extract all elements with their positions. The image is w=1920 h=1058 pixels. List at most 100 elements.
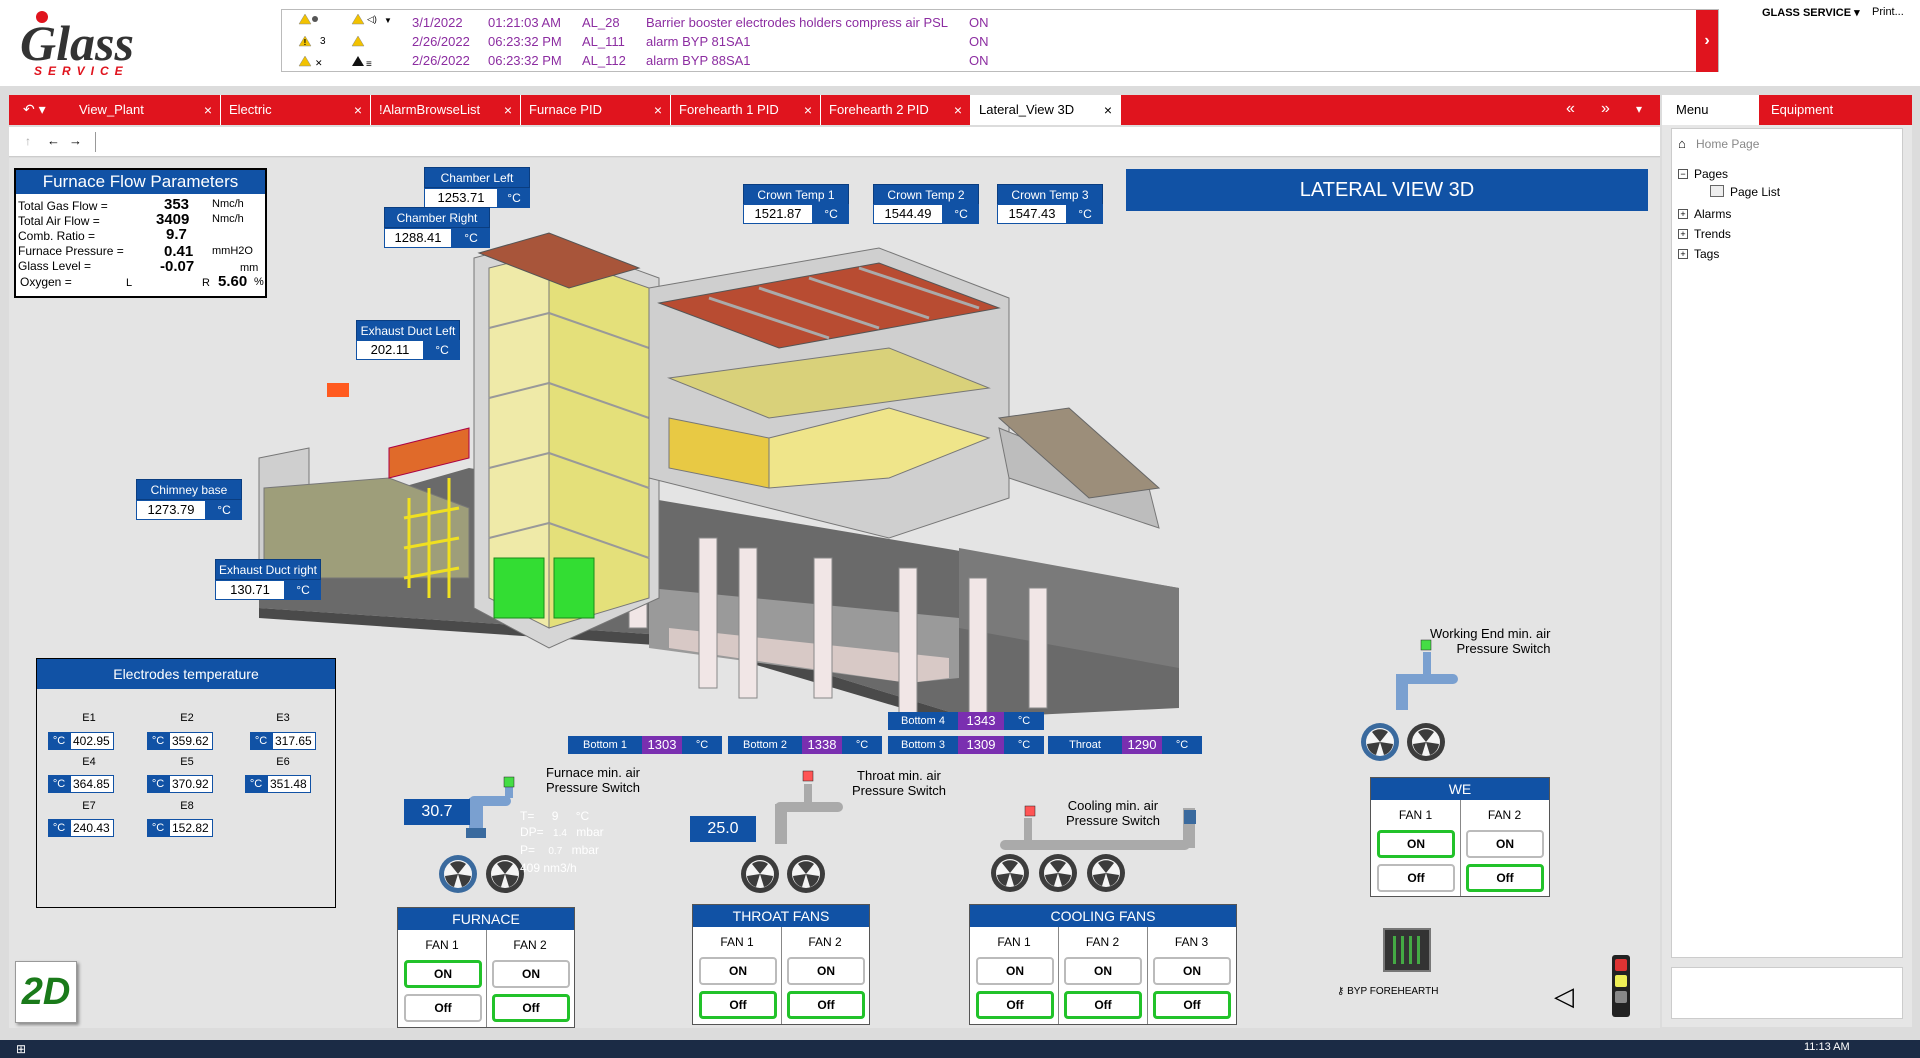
clock: 11:13 AM [1804,1041,1850,1053]
tab-view-plant[interactable]: View_Plant× [71,95,221,125]
speaker-icon[interactable]: ◁ [1554,981,1574,1011]
dp-value: 1.4 [553,828,567,839]
svg-text:▼: ▼ [384,16,392,25]
fan-3-on-button[interactable]: ON [1153,957,1231,985]
oxygen-label: Oxygen = [20,275,72,289]
tab-menu[interactable]: Menu [1662,95,1759,125]
exhaust-duct-right-label: Exhaust Duct right [215,559,321,580]
tree-item-page-list[interactable]: Page List [1730,185,1781,199]
scroll-first-icon[interactable]: « [1566,100,1575,117]
expand-icon[interactable]: + [1678,249,1688,259]
tab-electric[interactable]: Electric× [221,95,371,125]
furnace-pressure-readout: 30.7 [404,799,470,825]
furnace-pressure-value: 0.41 [164,243,194,260]
plc-rack-icon[interactable] [1383,928,1431,972]
close-icon[interactable]: × [1103,102,1112,118]
fan-1-off-button[interactable]: Off [976,991,1054,1019]
alarm-state: ON [969,15,989,30]
view-2d-button[interactable]: 2D [15,961,77,1023]
exhaust-duct-right-value: 130.71 [215,580,285,600]
electrode-label: E3 [276,712,290,724]
expand-icon[interactable]: + [1678,229,1688,239]
panel-title: Electrodes temperature [37,659,335,689]
chevron-down-icon[interactable]: ▾ [1636,102,1643,116]
close-icon[interactable]: × [653,102,662,118]
tab-lateral-view-3d[interactable]: Lateral_View 3D× [971,95,1121,125]
alarm-row[interactable]: 2/26/2022 06:23:32 PM AL_112 alarm BYP 8… [282,51,1482,70]
close-icon[interactable]: × [953,102,962,118]
home-page-link[interactable]: Home Page [1696,137,1760,151]
fan-2-on-button[interactable]: ON [1064,957,1142,985]
alarm-summary-panel[interactable]: ! ✕ ◁) ▼ ≡ 3 3/1/2022 01:21:03 AM AL_28 … [281,9,1719,72]
fan-2-off-button[interactable]: Off [492,994,570,1022]
electrode-value: 402.95 [70,732,114,750]
dp-unit: mbar [576,825,604,839]
tree-item-pages[interactable]: Pages [1694,167,1729,181]
fan-1-off-button[interactable]: Off [404,994,482,1022]
byp-forehearth-link[interactable]: ⚷ BYP FOREHEARTH [1337,986,1438,997]
tree-item-alarms[interactable]: Alarms [1694,207,1732,221]
tab-equipment[interactable]: Equipment [1759,95,1912,125]
fan-2-off-button[interactable]: Off [1466,864,1544,892]
temp-unit: °C [452,228,490,248]
fan-1-on-button[interactable]: ON [1377,830,1455,858]
alarm-expand-button[interactable]: › [1696,10,1718,72]
undo-dropdown-icon[interactable]: ↶ ▾ [23,101,46,117]
divider [1147,927,1148,1024]
tree-item-tags[interactable]: Tags [1694,247,1720,261]
fan-2-on-button[interactable]: ON [787,957,865,985]
panel-title: WE [1371,778,1549,800]
bottom-4-label: Bottom 4 [888,712,958,730]
fan-2-off-button[interactable]: Off [1064,991,1142,1019]
collapse-icon[interactable]: − [1678,169,1688,179]
fan-1-on-button[interactable]: ON [699,957,777,985]
glass-level-unit: mm [240,262,259,274]
crown-temp-3-value: 1547.43 [997,204,1067,224]
tab-label: Forehearth 1 PID [679,102,779,117]
alarm-row[interactable]: 2/26/2022 06:23:32 PM AL_111 alarm BYP 8… [282,32,1482,51]
chamber-left-label: Chamber Left [424,167,530,188]
alarm-time: 06:23:32 PM [488,34,562,49]
fan-2-on-button[interactable]: ON [492,960,570,988]
we-switch-label: Working End min. air Pressure Switch [1430,626,1550,656]
tree-item-trends[interactable]: Trends [1694,227,1731,241]
up-arrow-icon[interactable]: ↑ [25,134,31,148]
tab-forehearth-1-pid[interactable]: Forehearth 1 PID × [671,95,821,125]
svg-text:◁): ◁) [367,14,377,24]
temp-unit: °C [424,340,460,360]
fan-1-on-button[interactable]: ON [976,957,1054,985]
temp-unit: °C [206,500,242,520]
air-flow-value: 3409 [156,211,190,228]
bottom-2-label: Bottom 2 [728,736,802,754]
print-link[interactable]: Print... [1872,6,1904,18]
close-icon[interactable]: × [803,102,812,118]
fan-1-off-button[interactable]: Off [1377,864,1455,892]
fan-1-off-button[interactable]: Off [699,991,777,1019]
close-icon[interactable]: × [203,102,212,118]
back-arrow-icon[interactable]: ← [47,133,60,148]
fan-1-on-button[interactable]: ON [404,960,482,988]
svg-text:!: ! [304,38,307,47]
close-icon[interactable]: × [353,102,362,118]
fan-2-label: FAN 2 [808,935,842,949]
temp-unit: °C [147,819,169,837]
divider [1058,927,1059,1024]
scroll-last-icon[interactable]: » [1601,100,1610,117]
electrode-label: E5 [180,756,194,768]
furnace-flow-parameters-panel: Furnace Flow Parameters Total Gas Flow =… [14,168,267,298]
expand-icon[interactable]: + [1678,209,1688,219]
fan-2-on-button[interactable]: ON [1466,830,1544,858]
close-icon[interactable]: × [503,102,512,118]
tab-furnace-pid[interactable]: Furnace PID× [521,95,671,125]
fan-2-off-button[interactable]: Off [787,991,865,1019]
tab-forehearth-2-pid[interactable]: Forehearth 2 PID× [821,95,971,125]
alarm-row[interactable]: 3/1/2022 01:21:03 AM AL_28 Barrier boost… [282,13,1482,32]
windows-start-icon[interactable]: ⊞ [16,1042,27,1056]
user-menu[interactable]: GLASS SERVICE ▾ [1762,6,1860,19]
tab-alarm-browse-list[interactable]: !AlarmBrowseList× [371,95,521,125]
temp-unit: °C [498,188,530,208]
throat-pressure-readout: 25.0 [690,816,756,842]
alarm-state: ON [969,53,989,68]
fan-3-off-button[interactable]: Off [1153,991,1231,1019]
forward-arrow-icon[interactable]: → [69,133,82,148]
